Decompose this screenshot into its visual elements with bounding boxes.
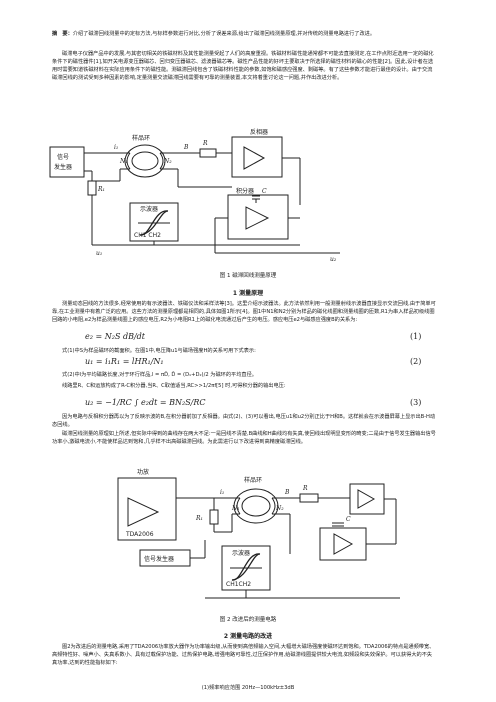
- svg-text:i₁: i₁: [220, 489, 224, 496]
- equation-1: e₂ = N₂S dB/dt: [85, 332, 145, 341]
- svg-text:R₁: R₁: [195, 515, 203, 522]
- section1-p2-text: 式(1)中S为样品磁环的截面积。在图1中,电压降u1与磁场强度H的关系可用下式表…: [62, 348, 256, 354]
- section2-p1-text: 图2为改进后的测量电路,采用了TDA2006功率放大器作为功率输出级,从而使到高…: [52, 644, 435, 666]
- section1-paragraph-4: 线路里R、C和运放构成了R-C积分器,当R、C取值适当,RC>>1/2πf[5]…: [0, 382, 496, 390]
- svg-text:B: B: [284, 489, 290, 496]
- equation-3: u₂ = −1/RC ∫ e₂dt = BN₂S/RC: [85, 398, 206, 407]
- svg-text:C: C: [262, 188, 267, 195]
- intro-paragraph: 磁滞电子仪器产品中的发展,与其密切相关的铁磁材料及其性能测量受起了人们的高度重视…: [0, 50, 496, 82]
- fig1-scope-label-2: CH1 CH2: [134, 232, 161, 239]
- svg-text:N₁: N₁: [231, 505, 240, 512]
- fig1-caption: 图 1 磁滞回线测量原理: [219, 273, 277, 279]
- fig1-integrator-label: 积分器: [236, 187, 254, 195]
- figure-1-circuit: 信号 发生器 样品环 反相器 积分器 示波器 CH1 CH2 i₁ N₁ N₂ …: [49, 128, 340, 263]
- fig2-scope-label-2: CH1CH2: [226, 581, 251, 588]
- svg-text:R: R: [202, 140, 208, 147]
- fig1-sample-ring-label: 样品环: [132, 134, 150, 142]
- abstract-label: 摘 要：: [52, 31, 73, 37]
- fig2-sample-ring-label: 样品环: [244, 476, 262, 484]
- abstract: 摘 要：介绍了磁滞回线测量中的定标方法,与标样参数进行对比,分析了误差来源,给出…: [0, 30, 496, 38]
- section1-p6-text: 磁滞回线测量的原理如上所述,但实际中得到的曲线存在两大不足:一是回线不清楚,B曲…: [52, 431, 436, 445]
- section1-p4-text: 线路里R、C和运放构成了R-C积分器,当R、C取值适当,RC>>1/2πf[5]…: [62, 383, 286, 389]
- section1-paragraph-1: 测量动态回线的方法很多,经常使用的有示波器法、铁磁仪法和采样法等[3]。这里介绍…: [0, 300, 496, 324]
- svg-text:u₁: u₁: [96, 250, 102, 257]
- section1-paragraph-3: 式(2)中l为平均磁路长度,对于环行样品,l = πD̄, D̄ = (D₁+D…: [0, 371, 496, 379]
- svg-text:R: R: [302, 485, 308, 492]
- abstract-text: 介绍了磁滞回线测量中的定标方法,与标样参数进行对比,分析了误差来源,给出了磁滞回…: [72, 31, 376, 37]
- section1-paragraph-2: 式(1)中S为样品磁环的截面积。在图1中,电压降u1与磁场强度H的关系可用下式表…: [0, 347, 496, 355]
- section1-paragraph-6: 磁滞回线测量的原理如上所述,但实际中得到的曲线存在两大不足:一是回线不清楚,B曲…: [0, 430, 496, 446]
- svg-text:N₁: N₁: [119, 158, 128, 165]
- svg-text:C: C: [346, 516, 351, 523]
- figure-2-circuit: 功放 TDA2006 信号发生器 样品环 示波器 CH1CH2 i₁ R₁ N₁…: [117, 468, 400, 599]
- svg-text:B: B: [183, 144, 189, 151]
- svg-text:R₁: R₁: [97, 186, 105, 193]
- intro-text: 磁滞电子仪器产品中的发展,与其密切相关的铁磁材料及其性能测量受起了人们的高度重视…: [52, 51, 434, 81]
- fig2-scope-label-1: 示波器: [232, 549, 250, 557]
- section1-p5-text: 因为电路与反相积分器再以为了反映示波的B,在积分器前加了反相器。由式(2)、(3…: [52, 414, 436, 428]
- section2-paragraph-1: 图2为改进后的测量电路,采用了TDA2006功率放大器作为功率输出级,从而使到高…: [0, 643, 496, 667]
- equation-3-number: (3): [410, 398, 422, 407]
- svg-text:N₂: N₂: [275, 505, 284, 512]
- fig1-signal-generator-label-1: 信号: [57, 153, 69, 161]
- section2-paragraph-2: (1)频率响应范围 20Hz—100kHz±3dB: [201, 685, 295, 691]
- equation-2-number: (2): [410, 357, 422, 366]
- equation-1-number: (1): [410, 332, 422, 341]
- fig2-chip-label: TDA2006: [125, 531, 154, 538]
- fig2-caption: 图 2 改进后的测量电路: [219, 617, 277, 623]
- fig2-signal-generator-label: 信号发生器: [144, 555, 174, 563]
- section2-heading: 2 测量电路的改进: [223, 633, 273, 640]
- svg-text:u₂: u₂: [330, 256, 337, 263]
- fig1-inverter-label: 反相器: [250, 128, 268, 136]
- equation-2: u₁ = i₁R₁ = lHR₁/N₁: [85, 357, 164, 366]
- svg-text:N₂: N₂: [163, 158, 172, 165]
- section1-heading: 1 测量原理: [232, 290, 264, 297]
- fig2-amp-label: 功放: [137, 468, 149, 476]
- fig1-scope-label-1: 示波器: [140, 205, 158, 213]
- section1-p1-text: 测量动态回线的方法很多,经常使用的有示波器法、铁磁仪法和采样法等[3]。这里介绍…: [52, 301, 436, 323]
- fig1-signal-generator-label-2: 发生器: [54, 163, 72, 171]
- section1-paragraph-5: 因为电路与反相积分器再以为了反映示波的B,在积分器前加了反相器。由式(2)、(3…: [0, 413, 496, 429]
- svg-text:i₁: i₁: [114, 144, 118, 151]
- section1-p3-text: 式(2)中l为平均磁路长度,对于环行样品,l = πD̄, D̄ = (D₁+D…: [62, 372, 257, 378]
